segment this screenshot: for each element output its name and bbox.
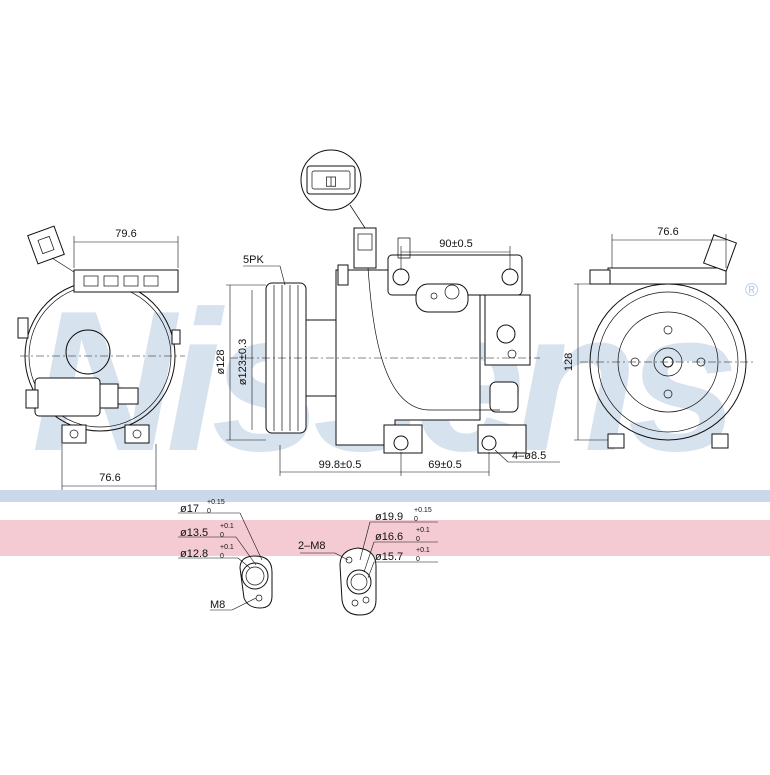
right-port-thread: 2–M8 — [298, 540, 326, 552]
left-port-d2-tol-bot: 0 — [220, 532, 224, 539]
left-port-d1-tol-top: +0.15 — [207, 499, 225, 506]
left-port-d3-tol-bot: 0 — [220, 553, 224, 560]
left-port-d2: ø13.5 — [180, 527, 208, 539]
top-spacing-label: 90±0.5 — [439, 238, 473, 250]
right-port-d3-tol-top: +0.1 — [416, 547, 430, 554]
right-port-d3-tol-bot: 0 — [416, 556, 420, 563]
svg-text:ø16.6: ø16.6 — [375, 531, 403, 543]
svg-text:ø19.9: ø19.9 — [375, 511, 403, 523]
right-port-detail: 2–M8 ø19.9 +0.15 0 ø16.6 +0.1 0 ø15.7 +0… — [298, 507, 438, 616]
left-port-d1-tol-bot: 0 — [207, 508, 211, 515]
right-height-dimension: 128 — [563, 353, 575, 371]
left-port-d2-tol-top: +0.1 — [220, 523, 234, 530]
right-port-d3: ø15.7 — [375, 551, 403, 563]
outer-diameter-label: ø128 — [215, 349, 227, 374]
left-top-dimension: 79.6 — [115, 228, 136, 240]
right-port-d1-tol-bot: 0 — [414, 516, 418, 523]
right-port-d2-tol-top: +0.1 — [416, 527, 430, 534]
connector-detail: ◫ — [300, 149, 366, 229]
svg-text:ø12.8: ø12.8 — [180, 548, 208, 560]
left-port-d3-tol-top: +0.1 — [220, 544, 234, 551]
bottom-spacing-1-label: 99.8±0.5 — [319, 459, 362, 471]
left-port-d3: ø12.8 — [180, 548, 208, 560]
center-side-view: ø128 ø123±0.3 5PK 90±0.5 99.8±0.5 69±0.5… — [215, 227, 560, 476]
right-port-d2-tol-bot: 0 — [416, 536, 420, 543]
right-port-d2: ø16.6 — [375, 531, 403, 543]
bottom-spacing-2-label: 69±0.5 — [428, 459, 462, 471]
right-side-view: 76.6 128 — [563, 226, 755, 449]
pulley-type-label: 5PK — [243, 254, 264, 266]
svg-text:ø15.7: ø15.7 — [375, 551, 403, 563]
mount-holes-label: 4–ø8.5 — [512, 450, 546, 462]
svg-text:ø17: ø17 — [180, 503, 199, 515]
blue-band — [0, 490, 770, 502]
connector-plug-icon: ◫ — [325, 173, 337, 188]
left-port-d1: ø17 — [180, 503, 199, 515]
left-port-detail: ø17 +0.15 0 ø13.5 +0.1 0 ø12.8 +0.1 0 M8 — [178, 499, 273, 611]
svg-text:ø13.5: ø13.5 — [180, 527, 208, 539]
left-port-thread: M8 — [210, 599, 225, 611]
left-bottom-dimension: 76.6 — [99, 472, 120, 484]
left-side-view: 79.6 76.6 — [17, 225, 185, 490]
pink-band — [0, 520, 770, 556]
right-port-d1-tol-top: +0.15 — [414, 507, 432, 514]
right-port-d1: ø19.9 — [375, 511, 403, 523]
pulley-diameter-label: ø123±0.3 — [237, 339, 249, 385]
right-top-dimension: 76.6 — [657, 226, 678, 238]
registered-mark: ® — [745, 280, 758, 300]
